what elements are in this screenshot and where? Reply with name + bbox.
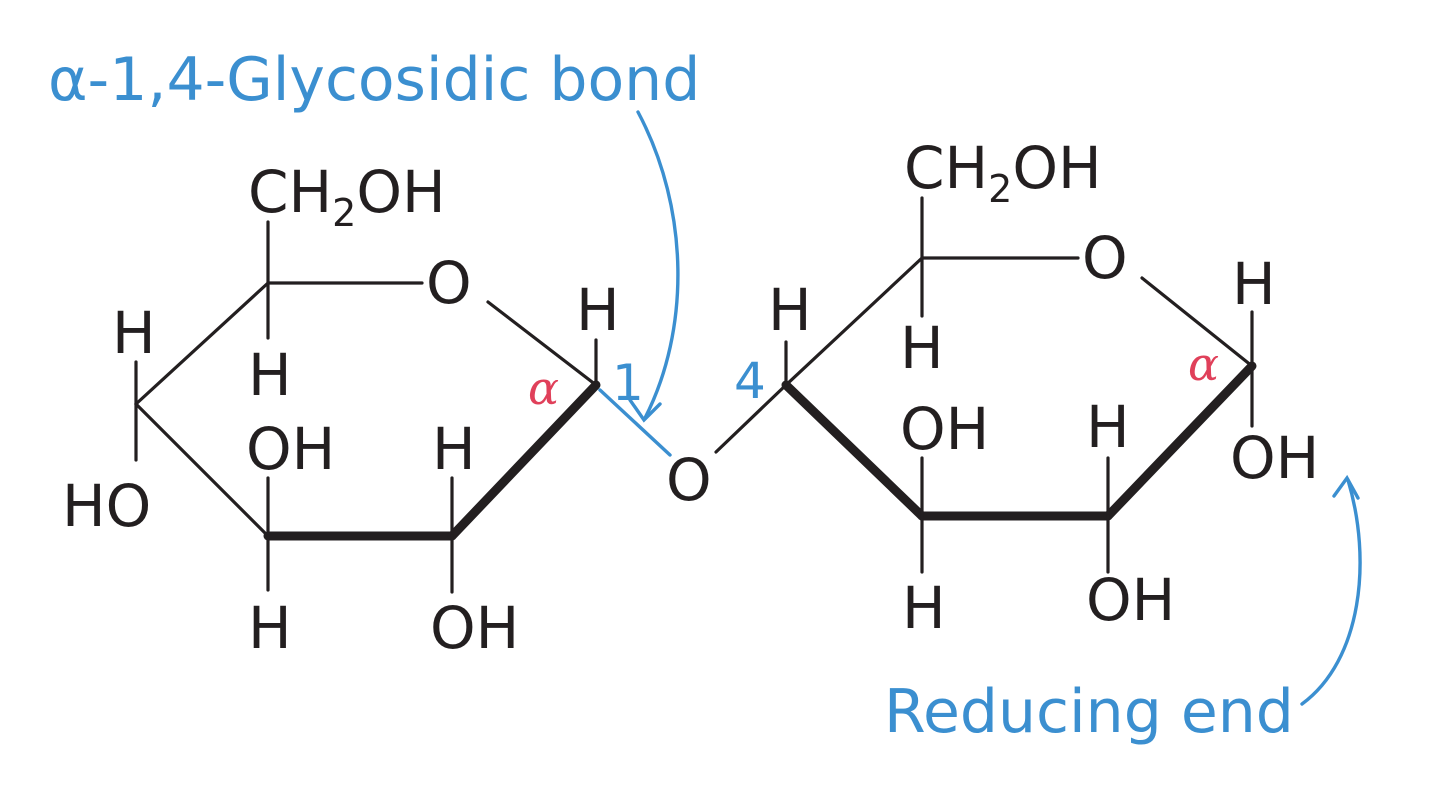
left-h-c5: H — [248, 341, 292, 409]
bridge-oxygen: O — [666, 446, 712, 514]
right-h-c4: H — [768, 276, 812, 344]
right-ring-bond-c5-c4 — [784, 256, 924, 387]
right-ring-bond-o-c1 — [1140, 276, 1254, 368]
left-ring-bond-c4-c3 — [134, 402, 270, 538]
left-alpha-label: α — [528, 361, 559, 415]
reducing-end-arrow — [1300, 478, 1362, 706]
right-h-c2: H — [1086, 393, 1130, 461]
left-h-c2: H — [432, 415, 476, 483]
left-ring-oxygen: O — [426, 249, 472, 317]
right-h-c1: H — [1232, 250, 1276, 318]
right-ring-bond-c4-c3 — [781, 380, 927, 521]
glycosidic-bond-arrowhead — [628, 398, 662, 423]
right-oh-c3: OH — [900, 395, 989, 463]
left-oh-c3: OH — [246, 415, 335, 483]
right-h-c3: H — [902, 574, 946, 642]
left-ring-bond-c5-c4 — [134, 281, 270, 406]
glycosidic-bond-label: α-1,4-Glycosidic bond — [48, 45, 700, 115]
left-ring-bond-o-c1 — [486, 300, 598, 387]
left-ring-bond-c2-c1 — [447, 380, 601, 541]
right-h-c5: H — [900, 314, 944, 382]
carbon-1-label: 1 — [612, 354, 644, 412]
left-h-c1: H — [576, 276, 620, 344]
left-oh-c2: OH — [430, 594, 519, 662]
carbon-4-label: 4 — [734, 352, 766, 410]
left-h-c3: H — [248, 594, 292, 662]
glycosidic-bond-arrow — [636, 110, 680, 420]
reducing-end-label: Reducing end — [884, 677, 1294, 747]
right-ring-bond-c2-c1 — [1103, 361, 1257, 521]
left-ch2oh-label: CH2OH — [248, 158, 446, 235]
right-alpha-label: α — [1188, 337, 1219, 391]
right-oh-c1: OH — [1230, 424, 1319, 492]
right-oh-c2: OH — [1086, 566, 1175, 634]
reducing-end-arrowhead — [1332, 474, 1360, 500]
right-ring-oxygen: O — [1082, 224, 1128, 292]
left-ho-c4: HO — [62, 472, 151, 540]
right-ch2oh-label: CH2OH — [904, 134, 1102, 211]
bridge-bond-left — [598, 388, 672, 457]
bridge-bond-right — [714, 383, 788, 454]
left-h-c4: H — [112, 299, 156, 367]
